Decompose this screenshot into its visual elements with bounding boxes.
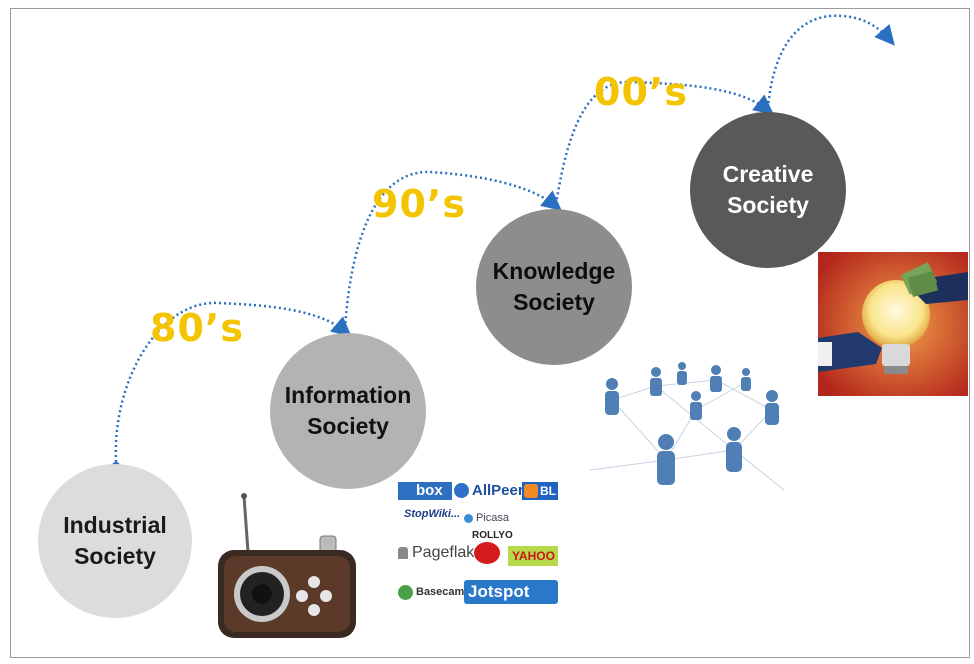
person-figure — [741, 368, 751, 391]
stage-label-line2: Society — [513, 289, 595, 315]
decade-label-80s: 80’s — [150, 306, 244, 350]
connector-industrial-to-information — [114, 301, 352, 463]
stage-label-line1: Knowledge — [492, 258, 616, 284]
connector-creative-onward — [766, 14, 895, 109]
stage-label-line2: Society — [727, 192, 809, 218]
person-figure — [605, 378, 619, 415]
allpeers-logo: AllPeers — [454, 482, 532, 500]
person-figure — [657, 434, 675, 485]
slide-frame — [10, 8, 970, 658]
basecamp-logo: Basecamp — [398, 585, 471, 600]
person-figure — [690, 391, 702, 420]
connector-knowledge-to-creative — [554, 80, 774, 205]
connector-information-to-knowledge — [343, 170, 562, 329]
yahoo-logo: YAHOO — [508, 546, 558, 566]
person-figure — [765, 390, 779, 425]
person-figure — [650, 367, 662, 396]
radio-image — [218, 493, 356, 638]
lightbulb-money-image — [818, 252, 968, 396]
box-logo: box — [398, 482, 452, 500]
decade-label-90s: 90’s — [372, 182, 466, 226]
rollyo-mark-icon — [474, 542, 500, 564]
jotspot-logo: Jotspot — [464, 580, 558, 604]
stage-label-line1: Information — [284, 382, 412, 408]
stage-label-line1: Industrial — [63, 512, 167, 538]
web-logos-collage: box AllPeers BL StopWiki... Picasa Pagef… — [394, 478, 558, 612]
picasa-logo: Picasa — [464, 512, 509, 524]
stage-label-line1: Creative — [722, 161, 814, 187]
people-network-image — [589, 362, 785, 491]
rollyo-logo: ROLLYO — [472, 530, 513, 541]
stage-label-line2: Society — [74, 543, 156, 569]
person-figure — [677, 362, 687, 385]
decade-label-00s: 00’s — [594, 70, 688, 114]
person-figure — [726, 427, 742, 472]
pageflakes-logo: Pageflakes — [398, 544, 491, 562]
person-figure — [710, 365, 722, 392]
stopwiki-logo: StopWiki... — [404, 508, 461, 520]
blogger-logo: BL — [522, 482, 558, 500]
stage-label-line2: Society — [307, 413, 389, 439]
